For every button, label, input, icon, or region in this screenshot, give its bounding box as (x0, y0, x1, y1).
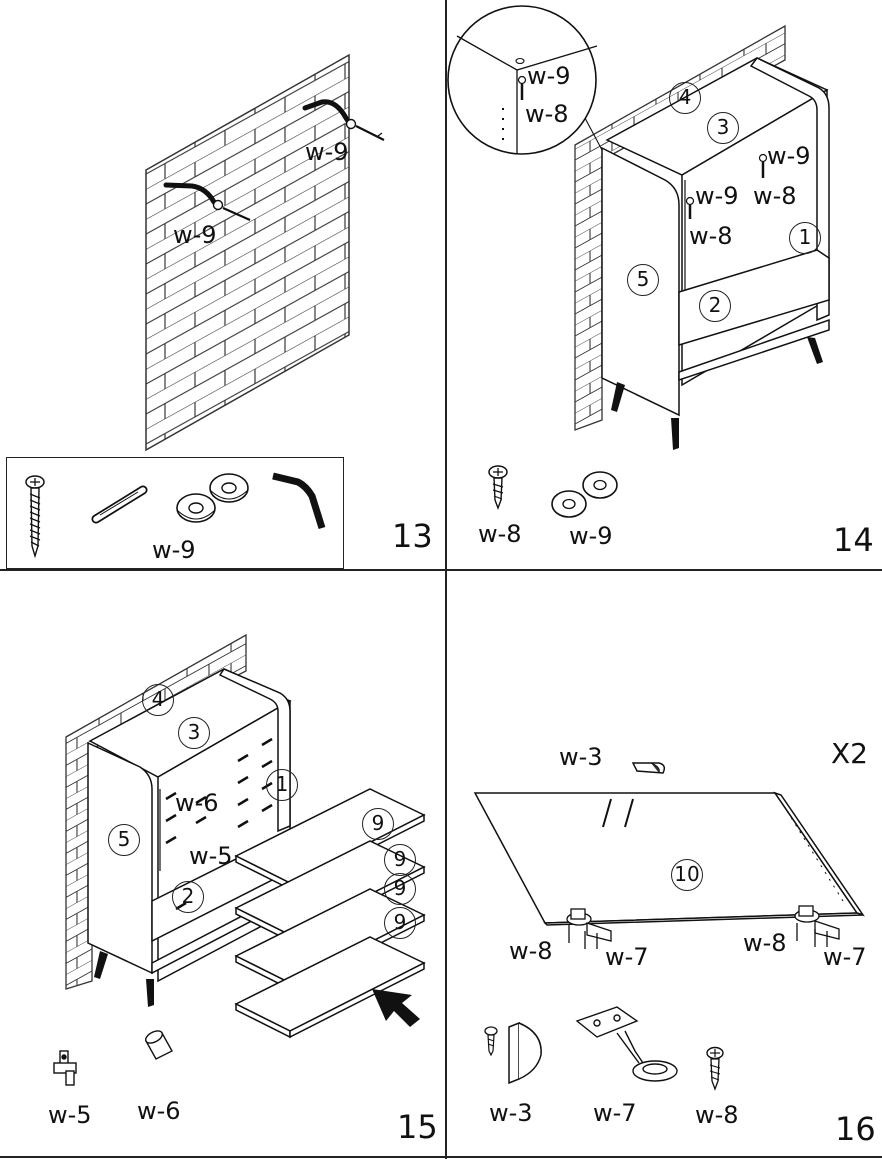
washer-icon (582, 471, 618, 499)
panel-number-2: 2 (699, 290, 731, 322)
step-number-13: 13 (392, 517, 433, 555)
panel-number-4: 4 (669, 82, 701, 114)
screw-icon (685, 196, 695, 219)
w8-middle-label: w-8 (689, 222, 733, 250)
detail-zoom-circle (447, 5, 603, 155)
multiplier-label: X2 (831, 737, 868, 770)
screw-icon (706, 1046, 724, 1091)
dowel-part-icon (145, 1030, 173, 1060)
screw-icon (484, 1026, 498, 1057)
step-number-14: 14 (833, 521, 874, 559)
w8-left-label: w-8 (509, 937, 553, 965)
anti-tip-strap-lower (163, 182, 251, 222)
w3-part-label: w-3 (489, 1099, 533, 1127)
cabinet-leg (611, 337, 823, 450)
zoom-w8-label: w-8 (525, 100, 569, 128)
panel-number-10: 10 (671, 859, 703, 891)
panel-number-5: 5 (108, 824, 140, 856)
step-16-panel: X2 w-3 10 w-8 w-7 w-8 w-7 w-3 w-7 w-8 16 (447, 571, 882, 1156)
step-13-panel: w-9 w-9 w-9 13 (0, 0, 445, 569)
w3-callout: w-3 (559, 743, 603, 771)
cabinet-leg (94, 951, 154, 1007)
w6-part-label: w-6 (137, 1097, 181, 1125)
w7-right-label: w-7 (823, 943, 867, 971)
w8-right-label: w-8 (753, 182, 797, 210)
w9-middle-label: w-9 (695, 182, 739, 210)
screw-icon (758, 153, 768, 178)
step-15-panel: 4 3 w-6 1 5 w-5 2 9 9 9 9 w-5 w-6 15 (0, 571, 445, 1156)
hinge-part-icon (575, 1006, 678, 1082)
step-14-panel: w-9 w-8 4 3 w-9 w-8 w-9 w-8 1 5 2 w-8 w-… (447, 0, 882, 569)
screw-icon (488, 465, 508, 510)
panel-number-1: 1 (266, 769, 298, 801)
w9-callout-lower: w-9 (173, 221, 217, 249)
w5-part-label: w-5 (48, 1101, 92, 1129)
w5-callout: w-5 (189, 842, 233, 870)
panel-number-1: 1 (789, 222, 821, 254)
vertical-divider (445, 0, 447, 1159)
washer-icon (176, 493, 216, 523)
strap-part-icon (91, 485, 148, 524)
handle-icon (631, 762, 666, 774)
panel-number-2: 2 (172, 881, 204, 913)
w9-part-label: w-9 (152, 536, 196, 564)
drawer-number: 9 (384, 873, 416, 905)
bottom-border (0, 1156, 882, 1158)
washer-icon (209, 473, 249, 503)
w7-left-label: w-7 (605, 943, 649, 971)
horizontal-divider (0, 569, 882, 571)
step-number-16: 16 (835, 1110, 876, 1148)
step-14-illustration (447, 5, 830, 518)
hinge-left (566, 908, 612, 949)
w8-part-label: w-8 (695, 1101, 739, 1129)
w9-right-label: w-9 (767, 142, 811, 170)
brick-wall (145, 53, 350, 452)
drawer-number: 9 (362, 808, 394, 840)
parts-box (6, 457, 344, 569)
w7-part-label: w-7 (593, 1099, 637, 1127)
panel-number-4: 4 (142, 684, 174, 716)
step-16-illustration (473, 762, 865, 1091)
w6-callout: w-6 (175, 789, 219, 817)
door-panel (473, 791, 865, 926)
washer-icon (551, 490, 587, 518)
w9-part-label: w-9 (569, 522, 613, 550)
step-number-15: 15 (397, 1108, 438, 1146)
anti-tip-strap-upper (302, 99, 385, 141)
hinge-right (794, 905, 840, 947)
step-13-illustration (25, 53, 385, 559)
anti-tip-bracket-icon (272, 472, 326, 530)
zoom-w9-label: w-9 (527, 62, 571, 90)
drawer-number: 9 (384, 844, 416, 876)
w8-part-label: w-8 (478, 520, 522, 548)
panel-number-3: 3 (178, 717, 210, 749)
insert-direction-arrow-icon (372, 989, 420, 1027)
handle-part-icon (508, 1021, 542, 1085)
w8-right-label: w-8 (743, 929, 787, 957)
drawer-number: 9 (384, 907, 416, 939)
handle-screws (602, 798, 634, 828)
panel-number-3: 3 (707, 112, 739, 144)
panel-number-5: 5 (627, 264, 659, 296)
runner-part-icon (53, 1050, 77, 1086)
screw-icon (25, 475, 45, 559)
w9-callout-upper: w-9 (305, 138, 349, 166)
